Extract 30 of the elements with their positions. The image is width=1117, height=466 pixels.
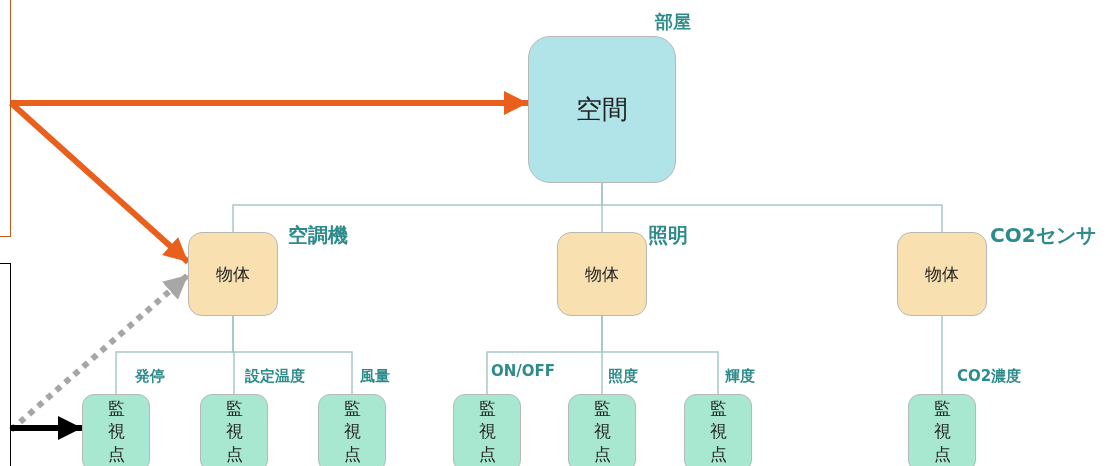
arrow	[11, 91, 528, 115]
node-caption: 輝度	[725, 367, 755, 386]
object-box: 物体	[557, 232, 647, 316]
node-caption: ON/OFF	[491, 362, 556, 380]
node-caption: 部屋	[655, 10, 691, 34]
node-caption: 設定温度	[245, 367, 305, 386]
monitor-point-box: 監視点	[684, 394, 752, 466]
node-caption: 空調機	[288, 222, 348, 249]
frame-box	[0, 0, 11, 237]
node-caption: CO2濃度	[957, 367, 1022, 386]
connector-line	[601, 315, 719, 395]
node-caption: 風量	[360, 367, 390, 386]
monitor-point-box: 監視点	[318, 394, 386, 466]
object-box: 物体	[188, 232, 278, 316]
monitor-point-box: 監視点	[453, 394, 521, 466]
node-caption: 照明	[648, 222, 688, 249]
monitor-point-box: 監視点	[82, 394, 150, 466]
monitor-point-box: 監視点	[908, 394, 976, 466]
monitor-point-box: 監視点	[568, 394, 636, 466]
arrow	[9, 272, 190, 433]
arrow	[11, 416, 82, 440]
node-caption: 照度	[608, 367, 638, 386]
space-box: 空間	[528, 36, 676, 183]
connector-line	[232, 315, 353, 395]
object-box: 物体	[897, 232, 987, 316]
frame-box	[0, 263, 11, 466]
node-caption: 発停	[135, 367, 165, 386]
connector-line	[941, 315, 943, 395]
node-caption: CO2センサ	[990, 222, 1096, 249]
monitor-point-box: 監視点	[200, 394, 268, 466]
